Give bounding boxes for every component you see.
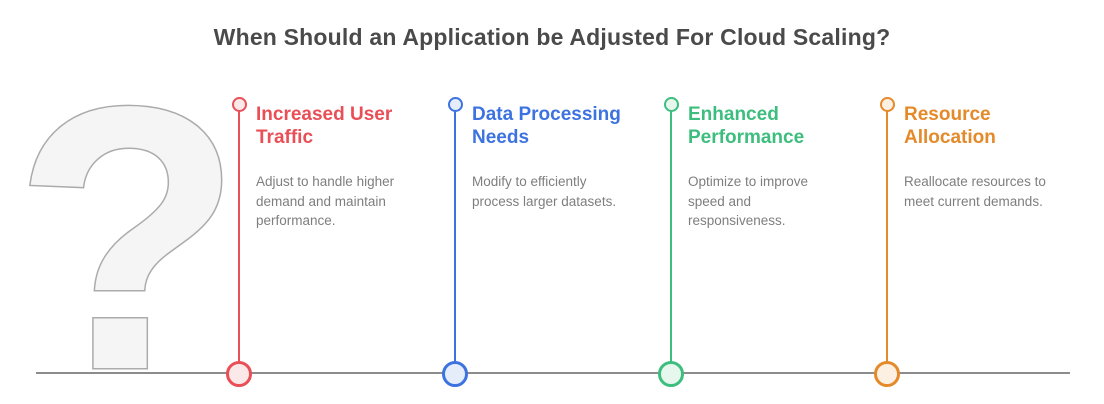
timeline-vertical-line xyxy=(885,111,889,362)
column-title: Data Processing Needs xyxy=(472,104,621,148)
timeline-bottom-dot-icon xyxy=(442,361,468,387)
timeline-bottom-dot-icon xyxy=(226,361,252,387)
timeline-vertical-line xyxy=(669,111,673,362)
column-data-processing-needs: Data Processing Needs Modify to efficien… xyxy=(442,0,652,404)
question-mark-glyph: ? xyxy=(24,60,232,376)
timeline-baseline xyxy=(36,372,1070,374)
timeline-vertical-line xyxy=(453,111,457,362)
timeline-bottom-dot-icon xyxy=(874,361,900,387)
column-title: Resource Allocation xyxy=(904,104,996,148)
column-description: Optimize to improve speed and responsive… xyxy=(688,174,809,228)
timeline-vertical-line xyxy=(237,111,241,362)
page-title: When Should an Application be Adjusted F… xyxy=(213,24,891,50)
column-description: Reallocate resources to meet current dem… xyxy=(904,174,1046,209)
column-title: Increased User Traffic xyxy=(256,104,393,148)
timeline-top-dot-icon xyxy=(663,97,679,112)
timeline-top-dot-icon xyxy=(447,97,463,112)
timeline-top-dot-icon xyxy=(231,97,247,112)
timeline-top-dot-icon xyxy=(879,97,895,112)
timeline-bottom-dot-icon xyxy=(658,361,684,387)
column-increased-user-traffic: Increased User Traffic Adjust to handle … xyxy=(226,0,436,404)
column-description: Adjust to handle higher demand and maint… xyxy=(256,174,395,228)
question-mark-graphic: ? xyxy=(24,60,232,376)
column-resource-allocation: Resource Allocation Reallocate resources… xyxy=(874,0,1084,404)
column-title: Enhanced Performance xyxy=(688,104,805,148)
column-description: Modify to efficiently process larger dat… xyxy=(472,174,617,209)
column-enhanced-performance: Enhanced Performance Optimize to improve… xyxy=(658,0,868,404)
